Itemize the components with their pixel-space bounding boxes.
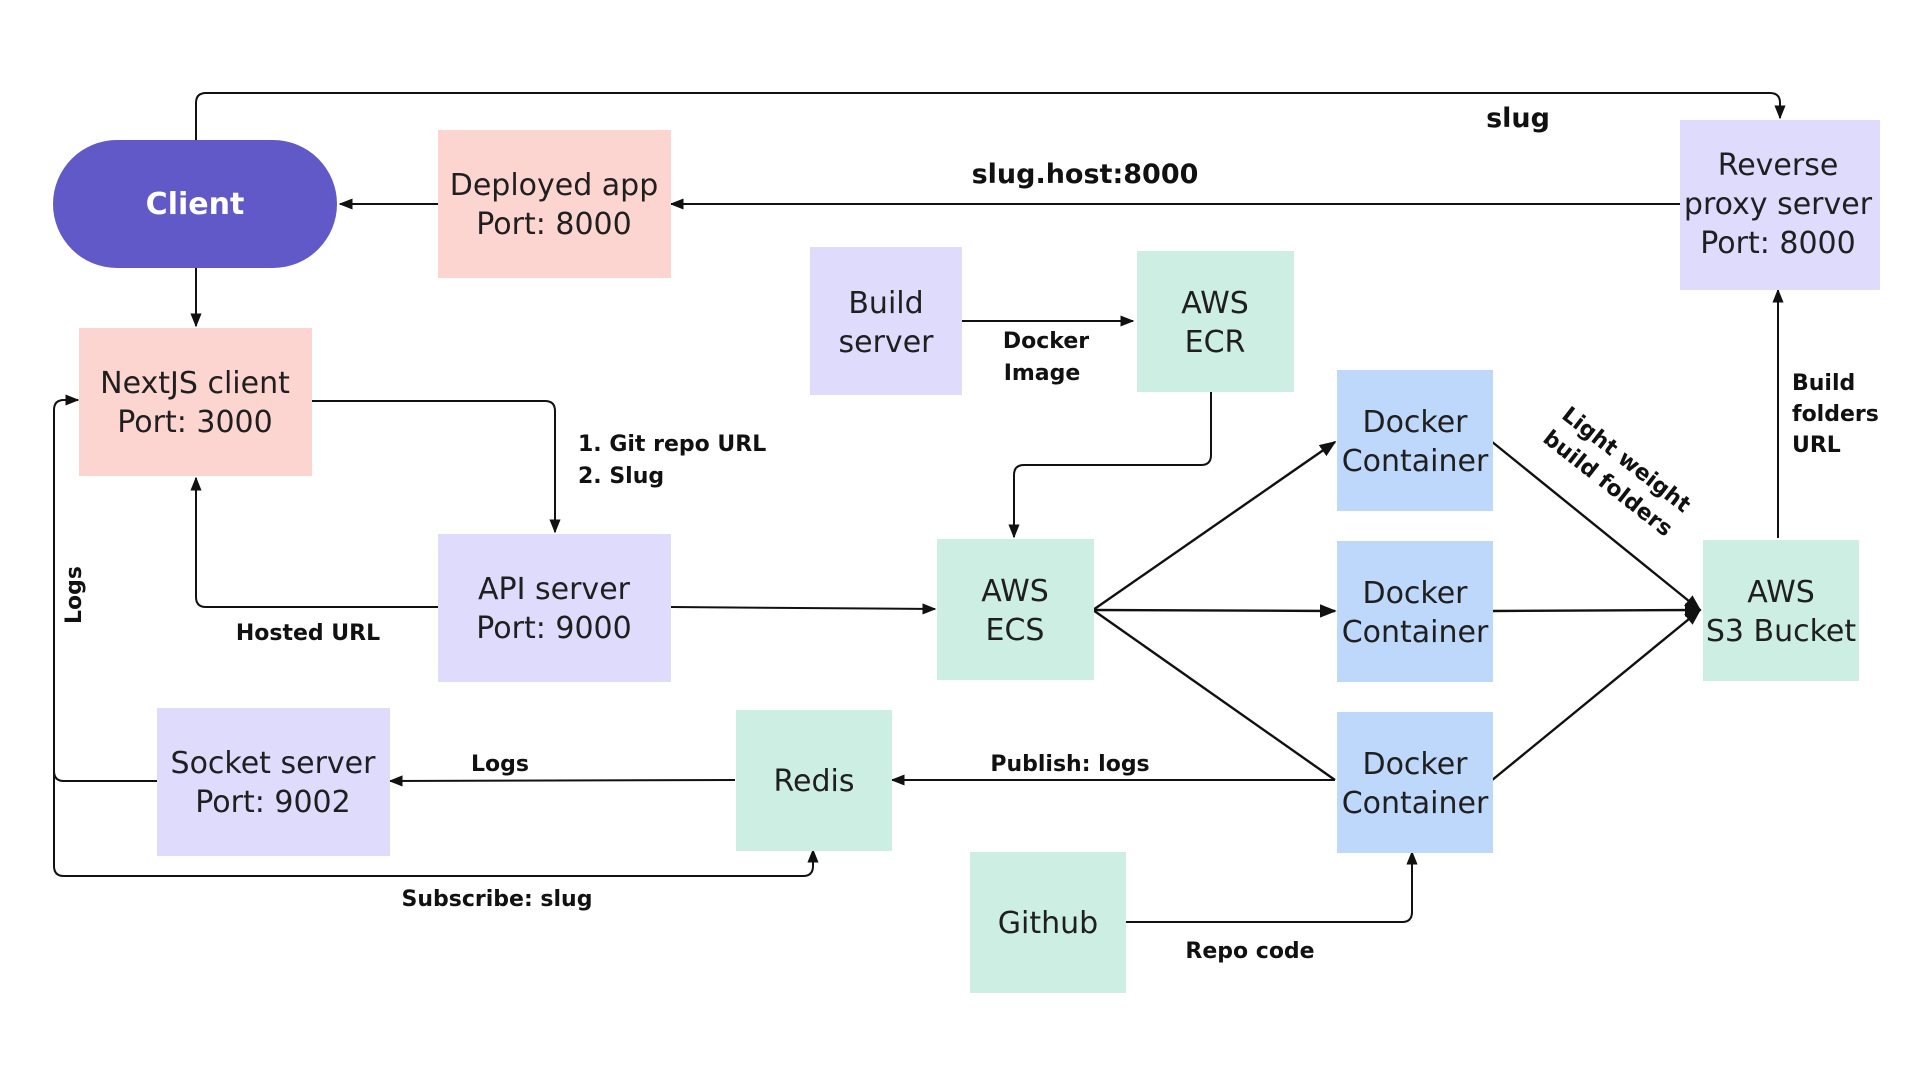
socket-server-port: Port: 9002 [195,785,350,820]
node-aws-s3: AWS S3 Bucket [1703,540,1859,681]
reverse-proxy-box [1680,120,1880,290]
edge-redis-to-socket [388,775,736,787]
docker-container-2-box [1337,541,1493,682]
docker-container-3-label-2: Container [1342,786,1489,821]
api-server-port: Port: 9000 [476,611,631,646]
node-api-server: API server Port: 9000 [438,534,671,682]
socket-server-box [157,708,390,856]
label-publish-logs: Publish: logs [990,752,1149,777]
github-label: Github [998,906,1098,941]
docker-container-1-box [1337,370,1493,511]
nextjs-client-box [79,328,312,476]
label-build-folders-2: folders [1792,402,1879,427]
aws-ecr-label-1: AWS [1181,286,1249,321]
aws-ecs-label-1: AWS [981,574,1049,609]
build-server-label-1: Build [848,286,923,321]
label-docker-image-1: Docker [1003,329,1089,354]
edge-docker-2-to-s3 [1490,603,1702,617]
edge-ecs-to-docker-2 [1092,604,1337,618]
label-slug-item: 2. Slug [578,464,664,489]
deployed-app-box [438,130,671,278]
label-logs: Logs [471,752,529,777]
node-redis: Redis [736,710,892,851]
node-docker-container-3: Docker Container [1337,712,1493,853]
build-server-label-2: server [839,325,935,360]
redis-box [736,710,892,851]
label-hosted-url: Hosted URL [236,621,380,646]
node-socket-server: Socket server Port: 9002 [157,708,390,856]
label-light-weight-group: Light weight build folders [1538,402,1695,542]
docker-container-3-box [1337,712,1493,853]
edge-ecr-to-ecs [1008,392,1212,539]
api-server-box [438,534,671,682]
docker-container-3-label-1: Docker [1362,747,1468,782]
aws-s3-label-2: S3 Bucket [1706,614,1857,649]
reverse-proxy-port: Port: 8000 [1700,226,1855,261]
aws-ecs-box [937,539,1094,680]
node-docker-container-1: Docker Container [1337,370,1493,511]
label-repo-code: Repo code [1185,939,1314,964]
label-subscribe-slug: Subscribe: slug [402,887,593,912]
node-client: Client [53,140,337,268]
edge-client-to-reverse-proxy [195,92,1786,140]
deployed-app-label: Deployed app [450,168,659,203]
edge-nextjs-to-api [312,400,561,534]
github-box [970,852,1126,993]
node-aws-ecr: AWS ECR [1137,251,1294,392]
label-slug-host: slug.host:8000 [972,159,1199,190]
socket-server-label: Socket server [171,746,377,781]
api-server-label: API server [478,572,631,607]
node-nextjs-client: NextJS client Port: 3000 [79,328,312,476]
docker-container-2-label-1: Docker [1362,576,1468,611]
aws-ecr-label-2: ECR [1185,325,1246,360]
edge-ecs-to-docker-3 [1092,609,1336,781]
nextjs-client-port: Port: 3000 [117,405,272,440]
deployed-app-port: Port: 8000 [476,207,631,242]
edge-docker-1-to-s3 [1490,440,1702,612]
docker-container-1-label-2: Container [1342,444,1489,479]
label-logs-vertical: Logs [62,566,87,624]
reverse-proxy-label-1: Reverse [1718,148,1839,183]
docker-container-2-label-2: Container [1342,615,1489,650]
client-label: Client [146,187,245,222]
aws-ecr-box [1137,251,1294,392]
label-docker-image-2: Image [1004,361,1081,386]
edge-docker-3-to-s3 [1490,608,1702,782]
node-deployed-app: Deployed app Port: 8000 [438,130,671,278]
docker-container-1-label-1: Docker [1362,405,1468,440]
node-docker-container-2: Docker Container [1337,541,1493,682]
edge-github-to-docker-3 [1124,850,1418,923]
reverse-proxy-label-2: proxy server [1684,187,1873,222]
aws-ecs-label-2: ECS [986,613,1045,648]
edge-api-to-ecs [670,603,937,615]
redis-label: Redis [774,764,855,799]
client-shape [53,140,337,268]
label-slug: slug [1486,103,1550,134]
aws-s3-box [1703,540,1859,681]
edge-socket-to-nextjs [53,394,157,782]
node-build-server: Build server [810,247,962,395]
edge-api-to-nextjs [190,476,438,608]
label-git-repo-url: 1. Git repo URL [578,432,766,457]
edge-subscribe-to-redis [53,771,819,877]
build-server-box [810,247,962,395]
node-reverse-proxy: Reverse proxy server Port: 8000 [1680,120,1880,290]
nextjs-client-label: NextJS client [100,366,290,401]
aws-s3-label-1: AWS [1747,575,1815,610]
label-build-folders-1: Build [1792,371,1855,396]
node-aws-ecs: AWS ECS [937,539,1094,680]
label-build-folders-3: URL [1792,433,1841,458]
edge-ecs-to-docker-1 [1092,441,1337,611]
node-github: Github [970,852,1126,993]
